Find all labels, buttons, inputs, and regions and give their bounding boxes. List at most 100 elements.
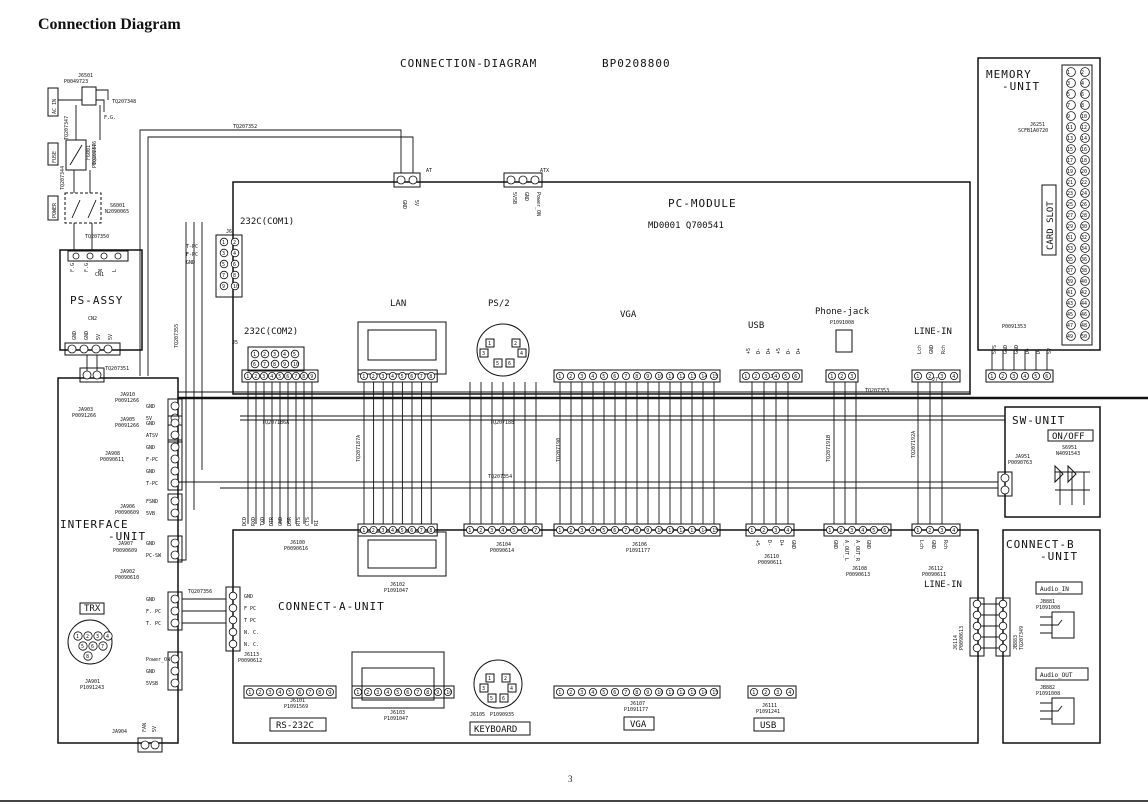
lan-port-a (357, 531, 447, 577)
keyboard-pin-number: 6 (502, 696, 505, 702)
atx-pin-label: Power_ON (535, 192, 541, 216)
pc-row-pin-number: 11 (668, 374, 674, 380)
interface-connector-pin (170, 538, 180, 548)
connect-a-top-pin-number: 3 (490, 528, 493, 534)
pc-row-pin-number: 9 (310, 374, 313, 380)
j6251-ref: J6251 (1030, 122, 1045, 128)
atx-connector (503, 172, 543, 188)
connect-a-bottom-pin (589, 688, 598, 697)
card-slot-pin-number: 9 (1067, 114, 1070, 120)
card-slot-pin (1080, 78, 1090, 88)
ps2-pin-number: 2 (514, 341, 517, 347)
connect-a-top-pin (417, 526, 426, 535)
pc-row-pin-number: 4 (774, 374, 777, 380)
ps2-pin-number: 5 (496, 361, 499, 367)
lan-port-a-inner (367, 539, 437, 569)
card-slot-pin (1066, 221, 1076, 231)
trx-pin-number: 6 (91, 644, 94, 650)
card-slot-pin (1080, 221, 1090, 231)
ps-assy-box (59, 249, 143, 351)
ps2-label: PS/2 (488, 299, 510, 309)
com2-pin-number: 1 (253, 352, 256, 358)
j6106-ref: J6106 (632, 542, 647, 548)
connect-a-top-pin (688, 526, 697, 535)
card-slot-pin-number: 16 (1081, 147, 1087, 153)
j6114-pin (972, 610, 982, 620)
connect-a-bottom-pin (265, 688, 274, 697)
interface-pin-label: GND (146, 469, 155, 475)
j6112-signal-label: Rch (942, 540, 948, 549)
interface-pin-label: GND (146, 669, 155, 675)
s6001-part: N2090065 (105, 209, 129, 215)
audio-out-label: Audio_OUT (1040, 672, 1073, 679)
connect-a-top-pin (633, 526, 642, 535)
connect-a-top-pin-number: 5 (602, 528, 605, 534)
pc-row-pin-number: 5 (784, 374, 787, 380)
pc-row-pin (988, 371, 997, 380)
connect-a-bottom-pin-number: 3 (776, 690, 779, 696)
trx-pin (83, 651, 93, 661)
card-slot-pin (1066, 320, 1076, 330)
trx-pin (73, 631, 83, 641)
card-slot-pin (1080, 122, 1090, 132)
connect-a-top-pin (359, 526, 368, 535)
pc-row-pin (243, 371, 252, 380)
j6101-ref: J6101 (290, 698, 305, 704)
j6501-ref: J6501 (78, 73, 93, 79)
pc-row-pin-number: 3 (381, 374, 384, 380)
j6104-part: P0090614 (490, 548, 514, 554)
connect-a-bottom-connector (351, 685, 455, 699)
card-slot-pin-number: 4 (1081, 81, 1084, 87)
connect-a-bottom-pin-number: 4 (278, 690, 281, 696)
j6100-signal-label: CTS (305, 517, 311, 526)
cn1-pin-label: N (98, 269, 104, 272)
card-slot-pin-number: 2 (1081, 70, 1084, 76)
pc-row-pin-number: 4 (1023, 374, 1026, 380)
pc-row-pin (600, 371, 609, 380)
card-slot-pin-number: 34 (1081, 246, 1087, 252)
pc-row-pin (379, 371, 388, 380)
connect-a-bottom-connector (553, 685, 721, 699)
connect-a-bottom-pin (363, 688, 372, 697)
pc-row-pin-number: 8 (429, 374, 432, 380)
cn1-connector (67, 250, 129, 262)
j6113-pin-label: GND (244, 594, 253, 600)
trx-pin (93, 631, 103, 641)
connect-a-top-pin (622, 526, 631, 535)
connect-a-bottom-pin (423, 688, 432, 697)
card-slot-pin-number: 35 (1067, 257, 1073, 263)
ja908-ref: JA908 (105, 451, 120, 457)
card-slot-pin-number: 6 (1081, 92, 1084, 98)
com1-pin-number: 3 (222, 251, 225, 257)
interface-connector (167, 651, 183, 691)
connect-a-bottom-pin (688, 688, 697, 697)
pc-row-pin-number: 4 (591, 374, 594, 380)
jb883-pin (998, 599, 1008, 609)
card-slot-pin (1080, 331, 1090, 341)
connect-a-top-pin-number: 13 (690, 528, 696, 534)
j6113-part: P0090612 (238, 658, 262, 664)
card-slot-pin-number: 26 (1081, 202, 1087, 208)
card-slot-pin (1080, 199, 1090, 209)
card-slot-pin-number: 48 (1081, 323, 1087, 329)
jb883-pin (998, 643, 1008, 653)
pc-row-pin-number: 2 (840, 374, 843, 380)
interface-right-connectors: GND5VGNDATSVGNDF-PCGNDT-PCFSND5VBGNDPC-S… (146, 398, 226, 691)
pc-row-pin (578, 371, 587, 380)
trx-pin (88, 641, 98, 651)
phone-jack-part: P1091008 (830, 320, 854, 326)
pc-row-pin (1021, 371, 1030, 380)
interface-pin-label: F. PC (146, 609, 161, 615)
pc-row-pin-number: 1 (916, 374, 919, 380)
atx-pin-label: GND (523, 192, 529, 201)
j6114-connector (969, 597, 985, 657)
com1-connector (215, 234, 243, 298)
diagram-part-number: BP0208800 (602, 57, 671, 70)
ja951-ref: JA951 (1015, 454, 1030, 460)
com1-pin-number: 8 (233, 273, 236, 279)
tq207188-label: TQ207188 (490, 420, 514, 426)
